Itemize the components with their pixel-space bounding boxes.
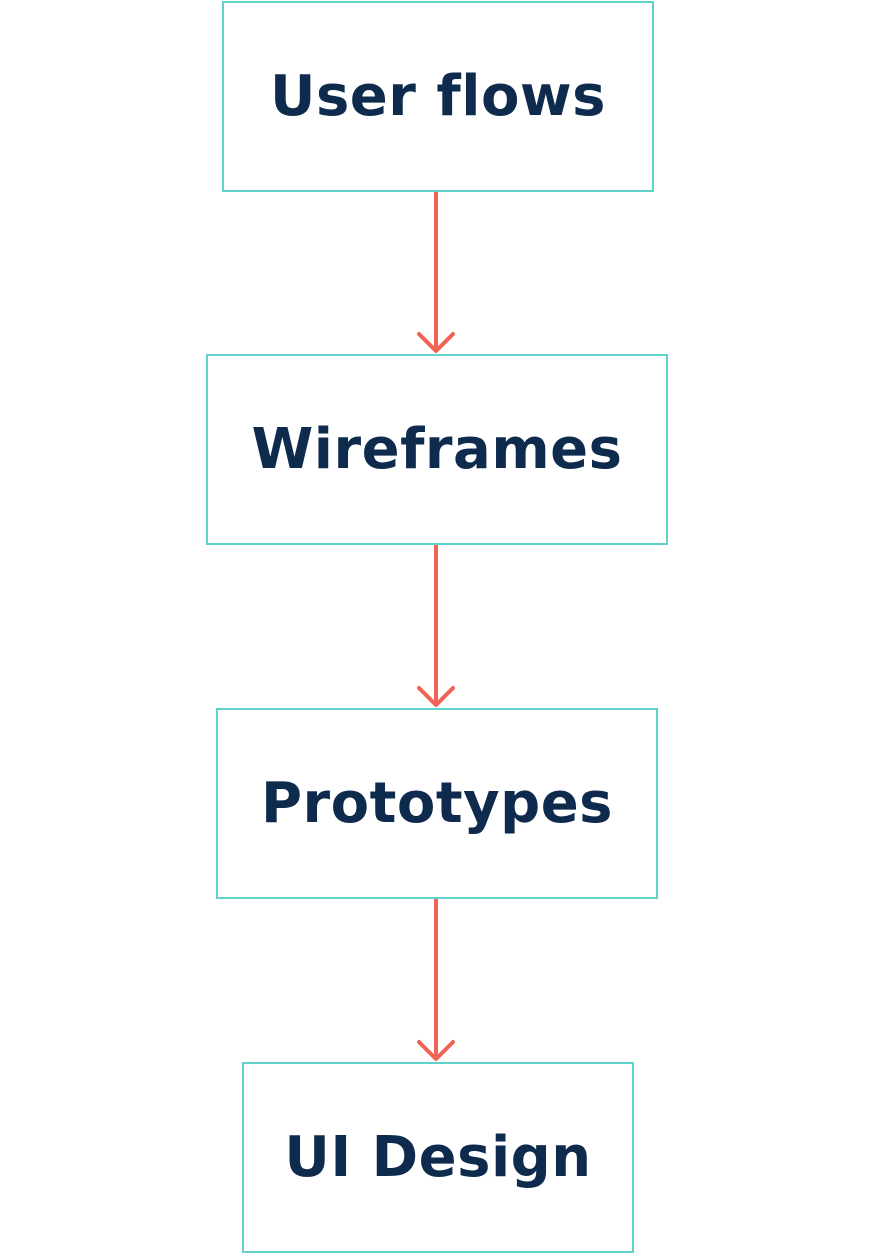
node-ui-design: UI Design bbox=[242, 1062, 634, 1253]
node-label: Prototypes bbox=[260, 771, 614, 836]
node-label: User flows bbox=[270, 64, 606, 129]
node-user-flows: User flows bbox=[222, 1, 654, 192]
arrow-prototypes-to-ui-design bbox=[417, 897, 455, 1061]
arrow-user-flows-to-wireframes bbox=[417, 190, 455, 353]
arrow-head bbox=[417, 1040, 455, 1061]
node-prototypes: Prototypes bbox=[216, 708, 658, 899]
node-label: UI Design bbox=[284, 1125, 592, 1190]
node-label: Wireframes bbox=[251, 417, 623, 482]
arrow-wireframes-to-prototypes bbox=[417, 543, 455, 707]
arrow-head bbox=[417, 332, 455, 353]
node-wireframes: Wireframes bbox=[206, 354, 668, 545]
arrow-head bbox=[417, 686, 455, 707]
